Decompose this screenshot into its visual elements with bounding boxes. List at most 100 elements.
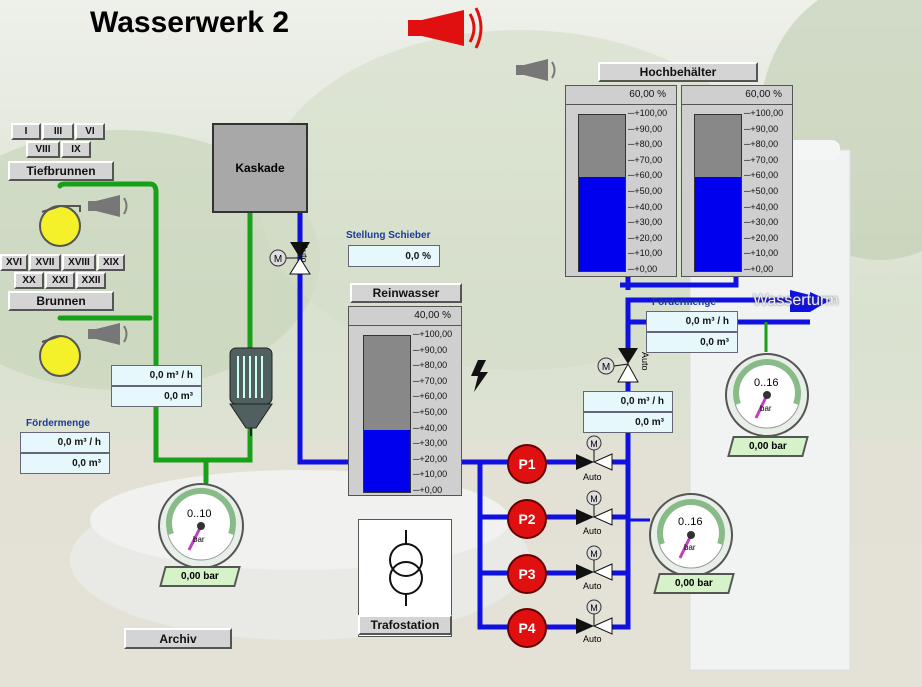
mid-flow-volume: 0,0 m³ [583, 412, 673, 433]
hochbehaelter-button[interactable]: Hochbehälter [598, 62, 758, 82]
gauge-right-mid-scale: 0..16 [678, 516, 703, 528]
gauge-right-top-unit: bar [760, 404, 772, 413]
brunnen-xvi-button[interactable]: XVI [0, 254, 28, 271]
well-pump-brunnen-icon[interactable] [36, 330, 84, 380]
pump-valve-4-mode: Auto [583, 634, 602, 644]
left-flow-volume: 0,0 m³ [111, 386, 202, 407]
tiefbrunnen-i-button[interactable]: I [11, 123, 41, 140]
svg-text:M: M [590, 549, 598, 559]
pump-valve-3-icon[interactable]: M [574, 544, 614, 588]
horn-icon-gray [88, 323, 128, 345]
reinwasser-button[interactable]: Reinwasser [350, 283, 462, 303]
pump-p4[interactable]: P4 [507, 608, 547, 648]
brunnen-xviii-button[interactable]: XVIII [62, 254, 96, 271]
reinwasser-tick: ─+90,00 [413, 344, 448, 355]
pump-valve-1-icon[interactable]: M [574, 434, 614, 478]
foerdermenge-right-volume: 0,0 m³ [646, 332, 738, 353]
gauge-right-top-value: 0,00 bar [749, 441, 787, 452]
kaskade-valve-mode: Auto [299, 244, 309, 263]
reinwasser-tick: ─+70,00 [413, 375, 448, 386]
reinwasser-tick: ─+0,00 [413, 485, 443, 495]
reinwasser-level-fill [364, 429, 410, 492]
pump-valve-4-icon[interactable]: M [574, 598, 614, 642]
gauge-right-mid-unit: bar [684, 543, 696, 552]
hochbehaelter-2-percent: 60,00 % [682, 86, 792, 105]
kaskade-valve-icon[interactable]: M [268, 240, 324, 280]
tiefbrunnen-ix-button[interactable]: IX [61, 141, 91, 158]
pump-p2[interactable]: P2 [507, 499, 547, 539]
foerdermenge-left-rate: 0,0 m³ / h [20, 432, 110, 453]
hochbehaelter-2-tick: ─+60,00 [744, 170, 779, 181]
gauge-left-value: 0,00 bar [181, 571, 219, 582]
brunnen-xx-button[interactable]: XX [14, 272, 44, 289]
hochbehaelter-1-level-bar [578, 114, 626, 272]
hochbehaelter-1-tick: ─+100,00 [628, 108, 668, 118]
svg-text:M: M [590, 603, 598, 613]
reinwasser-tick: ─+10,00 [413, 469, 448, 480]
trafostation-button[interactable]: Trafostation [358, 615, 452, 635]
gauge-right-top-value-box: 0,00 bar [727, 436, 809, 457]
hochbehaelter-1-tick: ─+40,00 [628, 201, 663, 212]
reinwasser-tick: ─+20,00 [413, 453, 448, 464]
reinwasser-tick: ─+50,00 [413, 407, 448, 417]
filter-tank-icon [229, 347, 273, 436]
pump-valve-3-mode: Auto [583, 581, 602, 591]
pump-p1[interactable]: P1 [507, 444, 547, 484]
left-flow-rate: 0,0 m³ / h [111, 365, 202, 386]
reinwasser-tick: ─+60,00 [413, 391, 448, 402]
horn-icon-gray [516, 59, 556, 81]
brunnen-xxii-button[interactable]: XXII [76, 272, 106, 289]
svg-text:M: M [590, 494, 598, 504]
hochbehaelter-1-tick: ─+60,00 [628, 170, 663, 181]
reinwasser-tick: ─+100,00 [413, 329, 453, 339]
alarm-horn-icon[interactable] [406, 6, 486, 50]
wasserturm-label: Wasserturm [753, 292, 839, 309]
hochbehaelter-1-tick: ─+20,00 [628, 232, 663, 243]
svg-text:M: M [602, 362, 610, 373]
tiefbrunnen-viii-button[interactable]: VIII [26, 141, 60, 158]
hochbehaelter-1-tick: ─+50,00 [628, 186, 663, 196]
reinwasser-percent: 40,00 % [349, 307, 461, 326]
lightning-icon [471, 360, 488, 392]
hochbehaelter-2-tick: ─+80,00 [744, 139, 779, 150]
hochbehaelter-2-tick: ─+40,00 [744, 201, 779, 212]
hochbehaelter-1-tick: ─+70,00 [628, 154, 663, 165]
page-title: Wasserwerk 2 [90, 6, 290, 39]
brunnen-xxi-button[interactable]: XXI [45, 272, 75, 289]
hochbehaelter-2-level-fill [695, 177, 741, 271]
foerdermenge-right-rate: 0,0 m³ / h [646, 311, 738, 332]
reinwasser-tick: ─+80,00 [413, 360, 448, 371]
archiv-button[interactable]: Archiv [124, 628, 232, 649]
gauge-left-scale: 0..10 [187, 508, 212, 520]
tiefbrunnen-button[interactable]: Tiefbrunnen [8, 161, 114, 181]
hochbehaelter-valve-icon[interactable]: M [596, 346, 652, 386]
kaskade-unit[interactable]: Kaskade [212, 123, 308, 213]
reinwasser-tick: ─+40,00 [413, 422, 448, 433]
hochbehaelter-tank-2: 60,00 % ─+100,00─+90,00─+80,00─+70,00─+6… [681, 85, 793, 277]
hochbehaelter-2-scale: ─+100,00─+90,00─+80,00─+70,00─+60,00─+50… [740, 108, 792, 274]
brunnen-xix-button[interactable]: XIX [97, 254, 125, 271]
gauge-left-value-box: 0,00 bar [159, 566, 241, 587]
tiefbrunnen-vi-button[interactable]: VI [75, 123, 105, 140]
svg-text:M: M [274, 254, 282, 265]
brunnen-button[interactable]: Brunnen [8, 291, 114, 311]
hochbehaelter-1-tick: ─+10,00 [628, 248, 663, 259]
hochbehaelter-1-tick: ─+0,00 [628, 264, 658, 274]
reinwasser-scale: ─+100,00 ─+90,00 ─+80,00 ─+70,00 ─+60,00 ─+50… [409, 329, 461, 495]
hochbehaelter-2-tick: ─+30,00 [744, 217, 779, 228]
stellung-schieber-label: Stellung Schieber [346, 230, 431, 241]
hochbehaelter-1-level-fill [579, 177, 625, 271]
gauge-left-unit: bar [193, 535, 205, 544]
pump-p3[interactable]: P3 [507, 554, 547, 594]
hochbehaelter-valve-mode: Auto [640, 352, 650, 371]
well-pump-tiefbrunnen-icon[interactable] [36, 200, 84, 250]
pressure-gauge-right-mid-icon [649, 493, 733, 577]
tiefbrunnen-iii-button[interactable]: III [42, 123, 74, 140]
pump-valve-2-icon[interactable]: M [574, 489, 614, 533]
reinwasser-tank: 40,00 % ─+100,00 ─+90,00 ─+80,00 ─+70,00 ─+6… [348, 306, 462, 496]
horn-icon-gray [88, 195, 128, 217]
reinwasser-level-bar [363, 335, 411, 493]
gauge-right-top-scale: 0..16 [754, 377, 779, 389]
brunnen-xvii-button[interactable]: XVII [29, 254, 61, 271]
pump-valve-2-mode: Auto [583, 526, 602, 536]
